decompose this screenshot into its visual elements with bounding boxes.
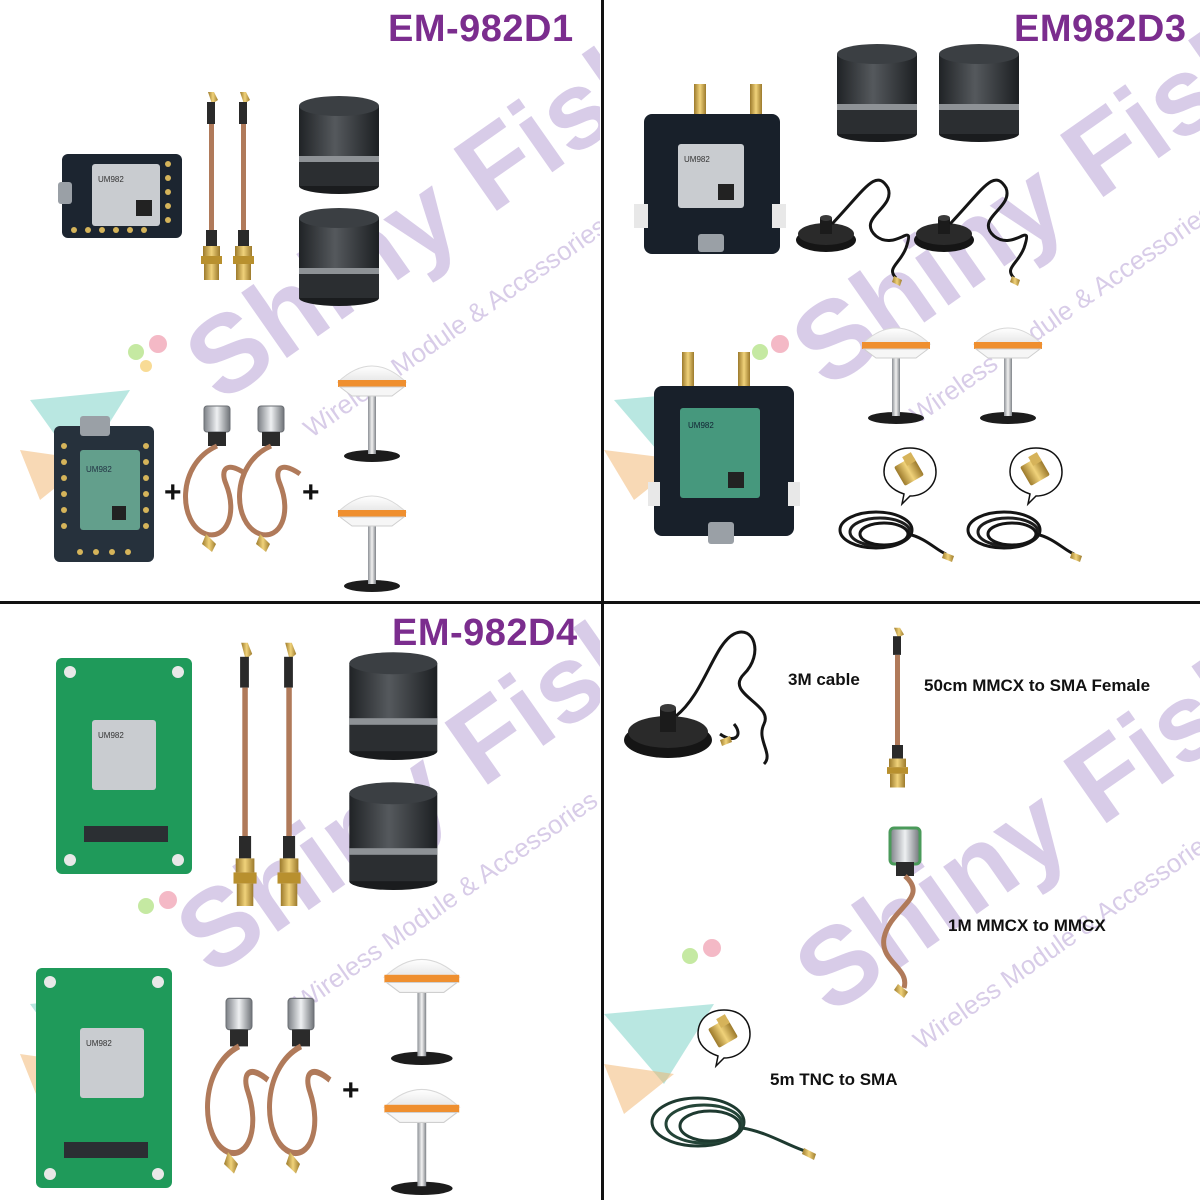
mmcx-sma-pigtail	[887, 627, 908, 788]
label-tnc-sma: 5m TNC to SMA	[770, 1070, 898, 1089]
mmcx-sma-pigtail	[233, 642, 257, 906]
plus-sign: +	[342, 1074, 360, 1107]
sma-connector-callout	[883, 447, 937, 505]
magnetic-antenna-cable	[912, 178, 1029, 288]
plus-sign: +	[164, 476, 182, 509]
um982-green-board: UM982	[36, 968, 172, 1188]
puck-antenna	[299, 96, 379, 194]
magnetic-antenna-3m-cable	[624, 630, 769, 766]
survey-antenna	[337, 365, 407, 463]
mmcx-sma-pigtail	[277, 642, 301, 906]
plus-sign: +	[302, 476, 320, 509]
magnetic-antenna-cable	[794, 178, 911, 288]
um982-dual-sma-board: UM982	[634, 84, 786, 254]
puck-antenna	[349, 652, 438, 760]
quadrant-em-982d1: EM-982D1 Shiny Fish Wireless Module & Ac…	[0, 0, 600, 600]
label-3m-cable: 3M cable	[788, 670, 860, 689]
quadrant-accessories: Shiny Fish Wireless Module & Accessories…	[604, 604, 1200, 1204]
svg-text:UM982: UM982	[684, 155, 710, 164]
label-mmcx-mmcx: 1M MMCX to MMCX	[948, 916, 1106, 935]
svg-text:UM982: UM982	[86, 1039, 112, 1048]
svg-text:UM982: UM982	[688, 421, 714, 430]
svg-text:UM982: UM982	[98, 731, 124, 740]
vertical-divider	[601, 0, 604, 1200]
product-title: EM-982D1	[388, 8, 574, 50]
label-mmcx-sma: 50cm MMCX to SMA Female	[924, 676, 1151, 695]
horizontal-divider	[0, 601, 1200, 604]
quadrant-em982d3: EM982D3 Shiny Fish Wireless Module & Acc…	[604, 0, 1200, 600]
survey-antenna	[383, 958, 460, 1066]
um982-green-board: UM982	[56, 658, 192, 874]
product-title: EM-982D4	[392, 612, 578, 654]
black-coax-cable	[838, 510, 956, 564]
survey-antenna	[383, 1088, 460, 1196]
mmcx-sma-pigtail	[233, 92, 254, 280]
puck-antenna	[837, 44, 917, 142]
puck-antenna	[299, 208, 379, 306]
tnc-mmcx-cable	[240, 404, 310, 554]
sma-connector-callout	[697, 1009, 751, 1067]
um982-dual-sma-board-green: UM982	[648, 352, 800, 544]
um982-module-board: UM982	[54, 416, 154, 562]
black-coax-cable	[966, 510, 1084, 564]
puck-antenna	[349, 782, 438, 890]
mmcx-sma-pigtail	[201, 92, 222, 280]
product-title: EM982D3	[1014, 8, 1187, 50]
survey-antenna	[973, 327, 1043, 425]
survey-antenna	[861, 327, 931, 425]
tnc-mmcx-cable	[270, 996, 340, 1176]
tnc-mmcx-cable	[208, 996, 278, 1176]
svg-text:UM982: UM982	[98, 175, 124, 184]
puck-antenna	[939, 44, 1019, 142]
svg-text:UM982: UM982	[86, 465, 112, 474]
mmcx-mmcx-cable	[881, 826, 922, 998]
sma-connector-callout	[1009, 447, 1063, 505]
survey-antenna	[337, 495, 407, 593]
um982-module-board: UM982	[58, 154, 182, 238]
tnc-sma-cable	[650, 1096, 816, 1160]
quadrant-em-982d4: EM-982D4 Shiny Fish Wireless Module & Ac…	[0, 604, 600, 1204]
